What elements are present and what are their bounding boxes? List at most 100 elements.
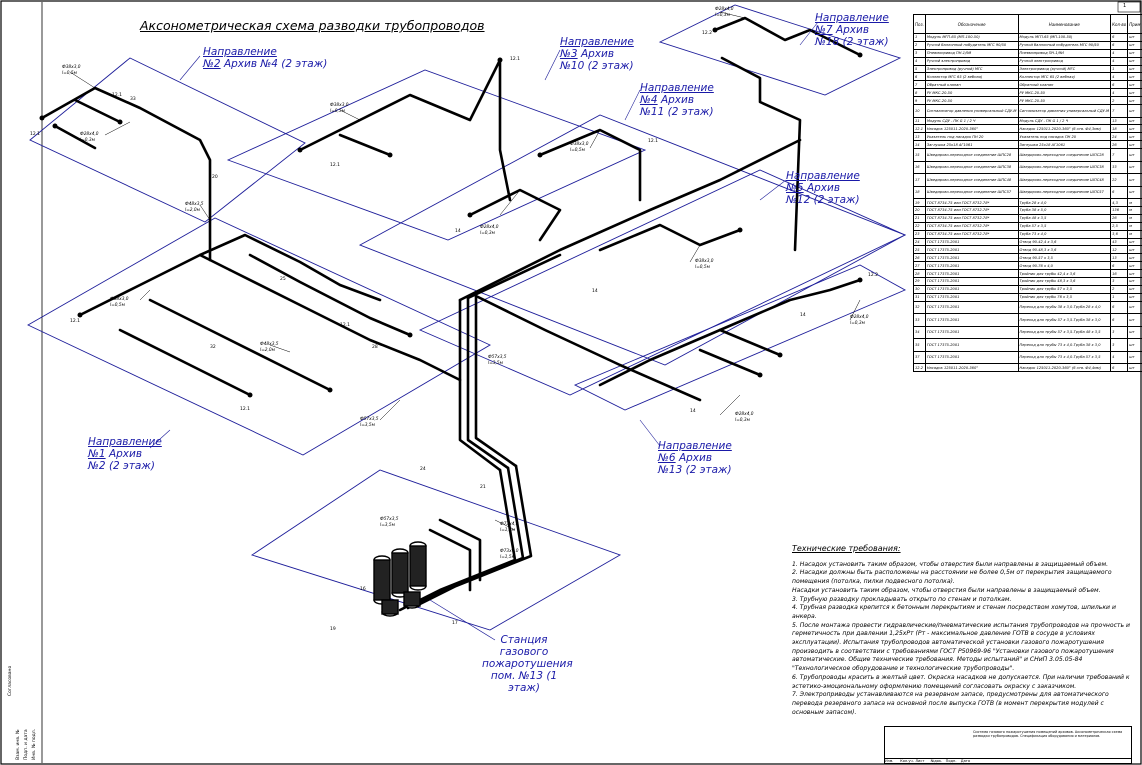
spec-qty: 4 bbox=[1110, 350, 1129, 365]
spec-unit: шт bbox=[1127, 72, 1142, 82]
spec-unit: шт bbox=[1127, 132, 1142, 142]
spec-designation: ГОСТ 17375-2001 bbox=[924, 237, 1019, 247]
pipe-label-length: l=0,5м bbox=[62, 70, 78, 76]
spec-unit: шт bbox=[1127, 284, 1142, 294]
pipe-label-length: l=0,3м bbox=[480, 230, 496, 236]
spec-pos: 32 bbox=[913, 300, 926, 315]
marker: 17 bbox=[452, 620, 458, 626]
spec-name: Сигнализатор давления универсальный СДУ-… bbox=[1017, 104, 1112, 118]
pipe-label: Ф38х3,0 bbox=[330, 102, 349, 108]
spec-pos: 13 bbox=[913, 132, 926, 142]
note-item: Насадки установить таким образом, чтобы … bbox=[792, 586, 1101, 594]
spec-unit: шт bbox=[1127, 269, 1142, 278]
spec-designation: РУ МКС-20-50 bbox=[924, 88, 1019, 98]
spec-designation: Заглушка 25х18 АГ1061 bbox=[924, 140, 1019, 150]
spec-qty: 6 bbox=[1110, 185, 1129, 200]
spec-pos: 28 bbox=[913, 269, 926, 278]
marker: 28 bbox=[372, 344, 378, 350]
spec-unit: шт bbox=[1127, 148, 1142, 162]
spec-designation: ГОСТ 17375-2001 bbox=[924, 276, 1019, 286]
gas-station-label: Станция газового пожаротушения пом. №13 … bbox=[482, 634, 573, 694]
spec-name: Ручной баллонный побудитель МГС 90/50 bbox=[1017, 40, 1112, 50]
spec-designation: Шведирово-переходное соединение ШПС38 bbox=[924, 160, 1019, 175]
spec-name: Переход для трубы 57 х 3,5-Труба 38 х 3,… bbox=[1017, 313, 1112, 327]
spec-qty: 3 bbox=[1110, 325, 1129, 340]
spec-unit: шт bbox=[1127, 116, 1142, 126]
marker: 32 bbox=[210, 344, 216, 350]
spec-row: 10 Сигнализатор давления универсальный СД… bbox=[913, 104, 1142, 118]
note-item: 1. Насадок установить таким образом, что… bbox=[792, 560, 1109, 568]
spec-designation: Модуль МГП-65 (МП-100-50) bbox=[924, 33, 1019, 42]
spec-unit: м bbox=[1127, 205, 1142, 215]
spec-name: Труба 48 х 3,5 bbox=[1017, 213, 1112, 223]
spec-name: Тройник для трубы 76 х 3,5 bbox=[1017, 292, 1112, 302]
direction-6-label: Направление №6 Архив №13 (2 этаж) bbox=[658, 440, 732, 476]
spec-qty: 2 bbox=[1110, 284, 1129, 294]
spec-unit: м bbox=[1127, 198, 1142, 207]
marker: 16 bbox=[360, 586, 366, 592]
spec-unit: шт bbox=[1127, 104, 1142, 118]
spec-unit: шт bbox=[1127, 185, 1142, 200]
spec-name: Труба 28 х 4,0 bbox=[1017, 198, 1112, 207]
marker: 25 bbox=[280, 276, 286, 282]
pipe-label: Ф28х4,0 bbox=[480, 224, 499, 230]
spec-name: Обратный клапан bbox=[1017, 80, 1112, 90]
spec-unit: шт bbox=[1127, 253, 1142, 263]
col-designation: Обозначение bbox=[924, 14, 1019, 34]
spec-pos: 37 bbox=[913, 350, 926, 365]
spec-designation: Шведирово-переходное соединение ШПС57 bbox=[924, 185, 1019, 200]
spec-name: Ручной электропривод bbox=[1017, 56, 1112, 66]
pipe-label-length: l=0,5м bbox=[695, 264, 711, 270]
spec-name: Пневмопривод ПН-1/9И bbox=[1017, 48, 1112, 58]
spec-qty: 22 bbox=[1110, 173, 1129, 187]
spec-qty: 26 bbox=[1110, 213, 1129, 223]
pipe-label-length: l=2,0м bbox=[260, 347, 276, 353]
spec-designation: Ручной электропривод bbox=[924, 56, 1019, 66]
left-approval-strip: Согласовано Взам. инв. № Подп. и дата Ин… bbox=[6, 596, 40, 762]
room-d6 bbox=[573, 264, 907, 411]
spec-qty: 4 bbox=[1110, 48, 1129, 58]
spec-designation: ГОСТ 17375-2001 bbox=[924, 269, 1019, 278]
direction-7-label: Направление №7 Архив №18 (2 этаж) bbox=[815, 12, 889, 48]
spec-unit: шт bbox=[1127, 140, 1142, 150]
room-d2 bbox=[29, 57, 306, 223]
spec-pos: 6 bbox=[913, 72, 926, 82]
spec-designation: ГОСТ 17375-2001 bbox=[924, 325, 1019, 340]
spec-qty: 3 bbox=[1110, 338, 1129, 352]
pipe-label: Ф73х4,0 bbox=[500, 521, 519, 527]
pipe-label-length: l=0,5м bbox=[110, 302, 126, 308]
spec-pos: 34 bbox=[913, 325, 926, 340]
pipe-label-length: l=0,5м bbox=[570, 147, 586, 153]
marker: 20 bbox=[212, 174, 218, 180]
marker: 12.1 bbox=[240, 406, 250, 412]
spec-name: Коллектор МГС 65 (2 вебная) bbox=[1017, 72, 1112, 82]
strip-item: Взам. инв. № bbox=[16, 729, 21, 760]
spec-pos: 31 bbox=[913, 292, 926, 302]
spec-designation: Шведирово-переходное соединение ШПС48 bbox=[924, 173, 1019, 187]
spec-pos: 22 bbox=[913, 221, 926, 231]
spec-designation: ГОСТ 17375-2001 bbox=[924, 292, 1019, 302]
direction-2-label: Направление №2 Архив №4 (2 этаж) bbox=[203, 46, 328, 70]
technical-requirements: Технические требования: 1. Насадок устан… bbox=[792, 544, 1132, 717]
leader-lines bbox=[69, 11, 861, 531]
pipe-network bbox=[40, 16, 862, 612]
room-station bbox=[250, 469, 622, 631]
spec-pos: 10 bbox=[913, 104, 926, 118]
spec-pos: 14 bbox=[913, 140, 926, 150]
col-qty: Кол-во bbox=[1110, 14, 1129, 34]
pipe-label: Ф38х3,0 bbox=[62, 64, 81, 70]
pipe-label: Ф57х3,5 bbox=[360, 416, 379, 422]
spec-unit: шт bbox=[1127, 173, 1142, 187]
spec-name: Модуль СДУ - ПК G 1 / 2 Ч bbox=[1017, 116, 1112, 126]
